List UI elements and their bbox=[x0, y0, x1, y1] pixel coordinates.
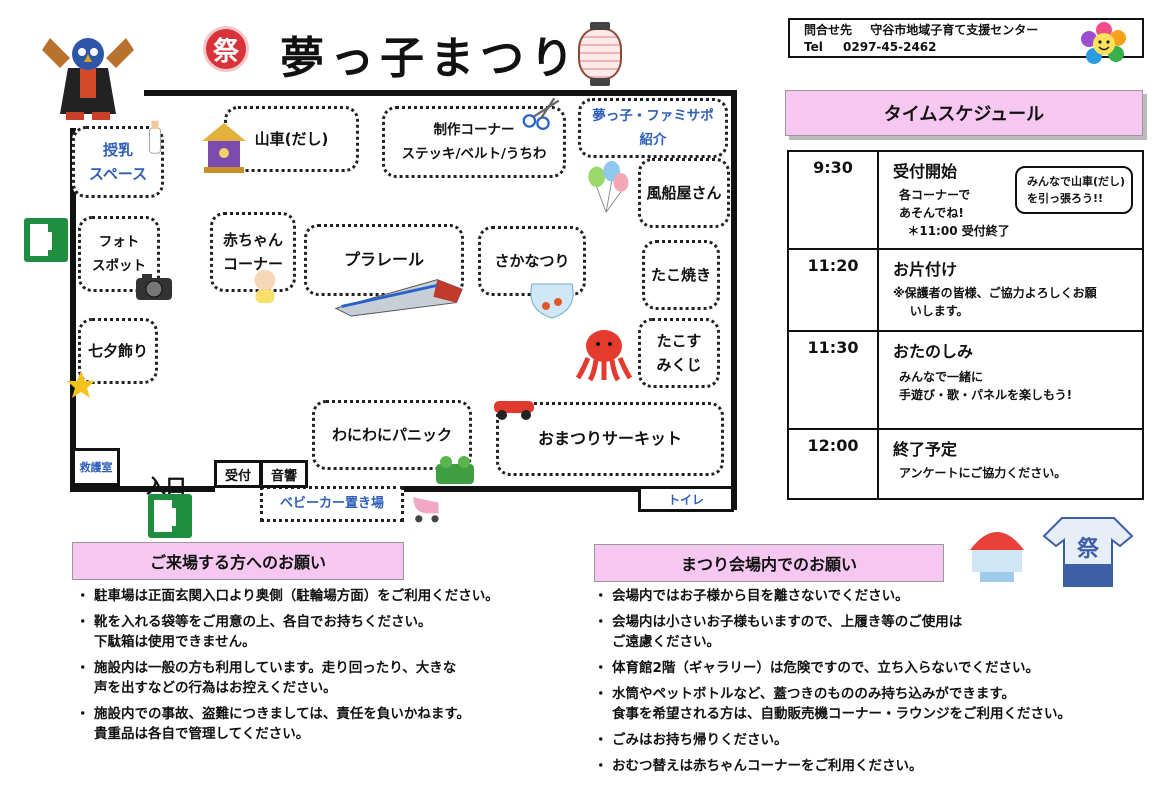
schedule-row: 12:00 終了予定 アンケートにご協力ください。 bbox=[789, 430, 1142, 498]
svg-text:祭: 祭 bbox=[1076, 536, 1100, 562]
schedule-title: おたのしみ bbox=[893, 342, 974, 361]
notice-venue-list: 会場内ではお子様から目を離さないでください。 会場内は小さいお子様もいますので、… bbox=[594, 586, 1158, 782]
schedule-row: 11:20 お片付け ※保護者の皆様、ご協力よろしくお願 いします。 bbox=[789, 250, 1142, 332]
list-item: 施設内での事故、盗難につきましては、責任を負いかねます。 貴重品は各自で管理して… bbox=[76, 704, 560, 744]
room-sound: 音響 bbox=[260, 460, 308, 488]
happi-coat-icon: 祭 bbox=[1042, 517, 1134, 587]
lantern-icon bbox=[578, 22, 622, 86]
flower-logo-icon bbox=[1081, 22, 1126, 64]
schedule-note: アンケートにご協力ください。 bbox=[899, 466, 1067, 480]
area-takoyaki: たこ焼き bbox=[642, 240, 720, 310]
area-stroller: ベビーカー置き場 bbox=[260, 486, 404, 522]
room-reception: 受付 bbox=[214, 460, 262, 488]
schedule-title: 受付開始 bbox=[893, 162, 958, 181]
emergency-exit-left-icon bbox=[24, 218, 68, 262]
list-item: 水筒やペットボトルなど、蓋つきのもののみ持ち込みができます。 食事を希望される方… bbox=[594, 684, 1158, 724]
area-famisapo: 夢っ子・ファミサポ 紹介 bbox=[578, 98, 728, 158]
schedule-note: みんなで一緒に 手遊び・歌・パネルを楽しもう! bbox=[899, 370, 1073, 402]
schedule-note: ※保護者の皆様、ご協力よろしくお願 いします。 bbox=[893, 286, 1097, 318]
list-item: 施設内は一般の方も利用しています。走り回ったり、大きな 声を出すなどの行為はお控… bbox=[76, 658, 560, 698]
toy-car-icon bbox=[494, 401, 534, 420]
area-tanabata: 七夕飾り bbox=[78, 318, 158, 384]
contact-box: 問合せ先 守谷市地域子育て支援センター Tel 0297-45-2462 bbox=[788, 18, 1144, 58]
festival-badge-icon: 祭 bbox=[203, 26, 249, 72]
area-baby-corner: 赤ちゃん コーナー bbox=[210, 212, 296, 292]
room-first-aid: 救護室 bbox=[72, 448, 120, 486]
list-item: 駐車場は正面玄関入口より奥側（駐輪場方面）をご利用ください。 bbox=[76, 586, 560, 606]
mascot-character-icon bbox=[42, 38, 134, 120]
list-item: ごみはお持ち帰りください。 bbox=[594, 730, 1158, 750]
list-item: 靴を入れる袋等をご用意の上、各自でお持ちください。 下駄箱は使用できません。 bbox=[76, 612, 560, 652]
bubble-text: みんなで山車(だし) を引っ張ろう!! bbox=[1027, 175, 1126, 205]
octopus-icon bbox=[575, 330, 633, 382]
emergency-exit-entrance-icon bbox=[148, 494, 192, 538]
scissors-icon bbox=[522, 97, 560, 130]
star-icon bbox=[67, 371, 95, 398]
notice-visitors-list: 駐車場は正面玄関入口より奥側（駐輪場方面）をご利用ください。 靴を入れる袋等をご… bbox=[76, 586, 560, 750]
page-title: 夢っ子まつり bbox=[280, 33, 580, 84]
mikoshi-float-icon bbox=[202, 123, 246, 173]
schedule-time: 12:00 bbox=[789, 430, 879, 498]
shaved-ice-icon bbox=[970, 532, 1024, 582]
schedule-title: 終了予定 bbox=[893, 440, 958, 459]
hall-wall-right bbox=[731, 90, 737, 510]
contact-org: 守谷市地域子育て支援センター bbox=[870, 23, 1039, 37]
contact-tel-label: Tel bbox=[804, 40, 823, 54]
list-item: おむつ替えは赤ちゃんコーナーをご利用ください。 bbox=[594, 756, 1158, 776]
schedule-title: お片付け bbox=[893, 260, 958, 279]
baby-icon bbox=[254, 269, 276, 304]
contact-label: 問合せ先 bbox=[804, 23, 853, 37]
list-item: 体育館2階（ギャラリー）は危険ですので、立ち入らないでください。 bbox=[594, 658, 1158, 678]
hall-wall-bottom bbox=[70, 486, 215, 492]
area-takosu: たこす みくじ bbox=[638, 318, 720, 388]
schedule-time: 11:20 bbox=[789, 250, 879, 330]
contact-tel: 0297-45-2462 bbox=[843, 40, 937, 54]
train-icon bbox=[334, 279, 463, 317]
schedule-time: 11:30 bbox=[789, 332, 879, 428]
camera-icon bbox=[136, 274, 172, 300]
schedule-table: 9:30 受付開始 各コーナーで あそんでね! ＊11:00 受付終了 11:2… bbox=[787, 150, 1144, 500]
notice-visitors-heading: ご来場する方へのお願い bbox=[72, 542, 404, 580]
schedule-bubble: みんなで山車(だし) を引っ張ろう!! bbox=[1015, 166, 1133, 214]
area-nursing-space: 授乳 スペース bbox=[72, 126, 164, 198]
schedule-time: 9:30 bbox=[789, 152, 879, 248]
list-item: 会場内ではお子様から目を離さないでください。 bbox=[594, 586, 1158, 606]
milk-bottle-icon bbox=[149, 120, 161, 154]
hall-wall-top bbox=[144, 90, 734, 96]
schedule-note: 各コーナーで あそんでね! ＊11:00 受付終了 bbox=[899, 188, 1010, 238]
schedule-heading: タイムスケジュール bbox=[785, 90, 1143, 136]
schedule-row: 11:30 おたのしみ みんなで一緒に 手遊び・歌・パネルを楽しもう! bbox=[789, 332, 1142, 430]
room-toilet: トイレ bbox=[638, 486, 734, 512]
goldfish-bag-icon bbox=[530, 283, 574, 319]
stroller-icon bbox=[413, 497, 439, 523]
area-balloon: 風船屋さん bbox=[638, 158, 730, 228]
crocodile-game-icon bbox=[436, 456, 474, 484]
schedule-row: 9:30 受付開始 各コーナーで あそんでね! ＊11:00 受付終了 bbox=[789, 152, 1142, 250]
area-circuit: おまつりサーキット bbox=[496, 402, 724, 476]
list-item: 会場内は小さいお子様もいますので、上履き等のご使用は ご遠慮ください。 bbox=[594, 612, 1158, 652]
balloons-icon bbox=[588, 160, 629, 213]
notice-venue-heading: まつり会場内でのお願い bbox=[594, 544, 944, 582]
